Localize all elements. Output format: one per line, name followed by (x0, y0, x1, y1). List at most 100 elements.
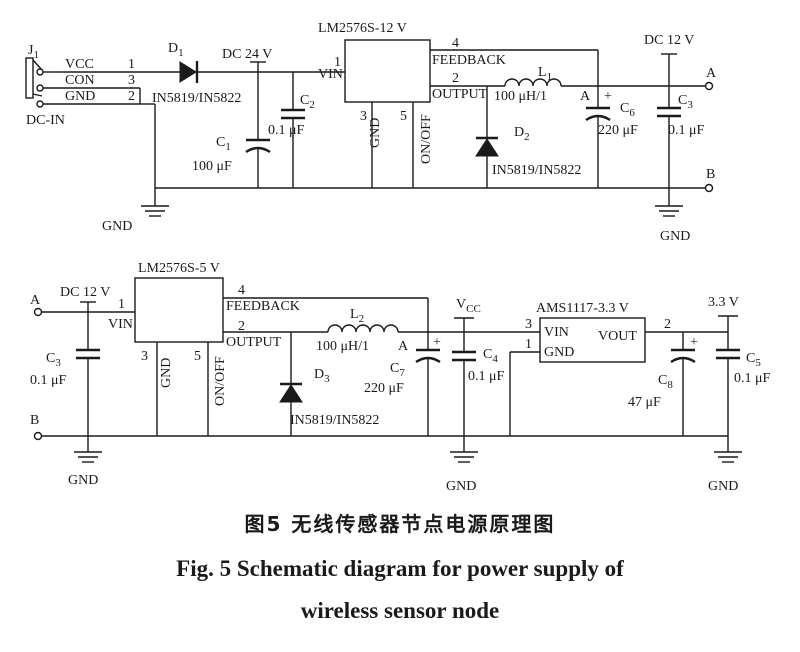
terminal-a-in (33, 307, 43, 317)
diode-d3: D3 IN5819/IN5822 (279, 332, 379, 436)
figure-caption-chinese: 图5 无线传感器节点电源原理图 (244, 512, 556, 536)
ground-symbol-bottom-left: GND (68, 436, 102, 488)
c5-value: 0.1 μF (734, 371, 771, 386)
dc-in-label: DC-IN (26, 113, 65, 128)
gnd-bottom-mid-label: GND (446, 479, 476, 494)
c3-ref: C3 (678, 93, 693, 111)
pin-gnd-label: GND (159, 358, 174, 388)
ldo-ams1117: AMS1117-3.3 V VIN 3 GND 1 VOUT 2 (509, 301, 728, 436)
capacitor-c4: C4 0.1 μF (452, 332, 505, 436)
l1-ref: L1 (538, 65, 552, 83)
ldo-body (539, 317, 646, 363)
power-supply-schematic: J1 DC-IN VCC CON GND 1 3 2 D1 IN (25, 21, 771, 494)
regulator-name: LM2576S-5 V (138, 261, 220, 276)
terminal-a-in-label: A (30, 293, 41, 308)
capacitor-c2: C2 0.1 μF (268, 72, 315, 188)
l2-ref: L2 (350, 307, 364, 325)
pin-onoff-label: ON/OFF (213, 356, 228, 406)
c8-value: 47 μF (628, 395, 661, 410)
pin-vcc-label: VCC (65, 57, 94, 72)
pin-3-number: 3 (360, 109, 367, 124)
c3-bottom-value: 0.1 μF (30, 373, 67, 388)
terminal-a-label: A (706, 66, 717, 81)
terminal-b-in (33, 431, 43, 441)
ldo-pin-1-number: 1 (525, 337, 532, 352)
pin-vin-label: VIN (108, 317, 133, 332)
terminal-b-out (704, 183, 714, 193)
pin-con-label: CON (65, 73, 95, 88)
pin-vin-label: VIN (318, 67, 343, 82)
c2-ref: C2 (300, 93, 315, 111)
terminal-a-out (704, 81, 714, 91)
pin-terminal (36, 68, 44, 76)
pin-terminal (36, 84, 44, 92)
c7-ref: C7 (390, 361, 405, 379)
ldo-pin-2-number: 2 (664, 317, 671, 332)
gnd-bottom-right-label: GND (708, 479, 738, 494)
dc-12v-label: DC 12 V (644, 33, 694, 48)
c1-ref: C1 (216, 135, 231, 153)
c8-plus: + (690, 335, 698, 350)
top-circuit: J1 DC-IN VCC CON GND 1 3 2 D1 IN (25, 21, 717, 244)
figure-caption-english-line1: Fig. 5 Schematic diagram for power suppl… (176, 556, 624, 581)
pin-2-number: 2 (452, 71, 459, 86)
ground-symbol-left: GND (102, 188, 169, 234)
capacitor-c3-bottom: C3 0.1 μF (30, 312, 100, 436)
c6-ref: C6 (620, 101, 635, 119)
gnd-right-label: GND (660, 229, 690, 244)
pin-5-number: 5 (400, 109, 407, 124)
bottom-circuit: A B DC 12 V C3 0.1 μF LM2576S-5 V VIN 1 … (30, 261, 771, 494)
d1-part: IN5819/IN5822 (152, 91, 241, 106)
regulator-name: LM2576S-12 V (318, 21, 407, 36)
pin-2-number: 2 (238, 319, 245, 334)
diode-triangle (475, 138, 499, 157)
ldo-name: AMS1117-3.3 V (536, 301, 629, 316)
pin-number-2: 2 (128, 89, 135, 104)
ldo-pin-vout-label: VOUT (598, 329, 637, 344)
diode-triangle (179, 61, 197, 83)
diode-triangle (279, 384, 303, 403)
pin-output-label: OUTPUT (226, 335, 282, 350)
pin-terminal (36, 100, 44, 108)
pin-output-label: OUTPUT (432, 87, 488, 102)
d1-ref: D1 (168, 41, 184, 59)
pin-gnd-label: GND (368, 118, 383, 148)
pin-gnd-label: GND (65, 89, 95, 104)
capacitor-c7: A + C7 220 μF (364, 332, 441, 436)
diode-d2: D2 IN5819/IN5822 (475, 86, 581, 188)
capacitor-c5: C5 0.1 μF (716, 332, 771, 436)
pin-number-3: 3 (128, 73, 135, 88)
c2-value: 0.1 μF (268, 123, 305, 138)
ldo-pin-3-number: 3 (525, 317, 532, 332)
terminal-b-label: B (706, 167, 715, 182)
c6-value: 220 μF (598, 123, 638, 138)
ldo-pin-vin-label: VIN (544, 325, 569, 340)
c8-ref: C8 (658, 373, 673, 391)
pin-1-number: 1 (118, 297, 125, 312)
connector-body (25, 57, 34, 99)
regulator-body (134, 277, 224, 343)
pin-4-number: 4 (452, 36, 459, 51)
capacitor-c1: C1 100 μF (192, 72, 271, 188)
c7-plus: + (433, 335, 441, 350)
j1-ref: J1 (28, 43, 39, 61)
c1-value: 100 μF (192, 159, 232, 174)
c3-value: 0.1 μF (668, 123, 705, 138)
capacitor-c6: A + C6 220 μF (580, 86, 638, 188)
out-3v3-label: 3.3 V (708, 295, 739, 310)
c6-plus: + (604, 89, 612, 104)
pin-4-number: 4 (238, 283, 245, 298)
c3-bottom-ref: C3 (46, 351, 61, 369)
d2-part: IN5819/IN5822 (492, 163, 581, 178)
ldo-pin-gnd-label: GND (544, 345, 574, 360)
regulator-lm2576s-12: LM2576S-12 V VIN 1 FEEDBACK 4 OUTPUT 2 3… (318, 21, 506, 188)
d2-ref: D2 (514, 125, 530, 143)
c5-ref: C5 (746, 351, 761, 369)
connector-j1: J1 DC-IN VCC CON GND 1 3 2 (25, 43, 155, 128)
l1-value: 100 μH/1 (494, 89, 547, 104)
pin-feedback-label: FEEDBACK (226, 299, 300, 314)
c7-node-label: A (398, 339, 409, 354)
regulator-body (344, 39, 431, 103)
pin-3-number: 3 (141, 349, 148, 364)
inductor-l1: L1 100 μH/1 (494, 65, 562, 104)
